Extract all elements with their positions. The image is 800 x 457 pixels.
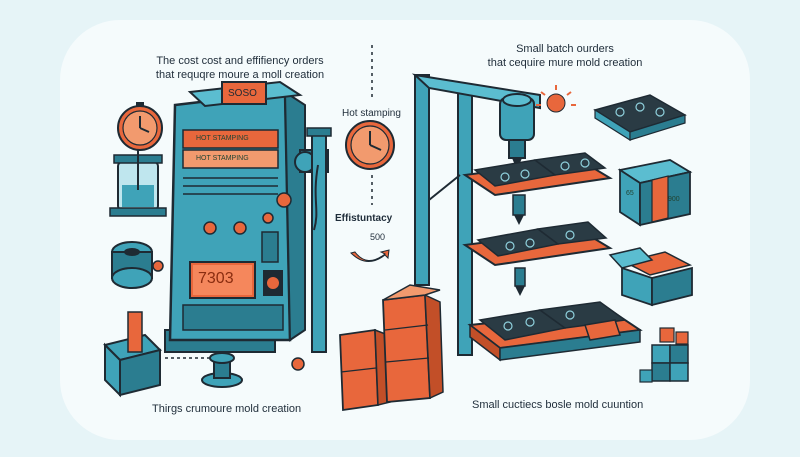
machine-sign: SOSO <box>228 88 257 99</box>
left-bottom-caption: Thirgs crumoure mold creation <box>152 403 302 415</box>
clock-icon-middle <box>345 120 395 170</box>
efficiency-value: 500 <box>370 232 386 242</box>
machine-label-2: HOT STAMPING <box>196 155 249 162</box>
open-box-icon-left <box>103 311 162 398</box>
clock-icon-left <box>117 102 163 151</box>
small-box-stack <box>639 327 689 383</box>
curved-arrow-icon <box>350 249 390 262</box>
idea-icon <box>536 85 576 113</box>
open-box-icon-right <box>608 247 693 307</box>
press-frame <box>411 73 643 362</box>
efficiency-caption: Effistuntacy <box>335 213 393 224</box>
left-top-line2: that requqre moure a moll creation <box>155 69 325 81</box>
left-top-caption: The cost cost and effifiency orders that… <box>150 54 330 82</box>
left-top-line1: The cost cost and effifiency orders <box>156 55 324 67</box>
spool-icon <box>111 241 164 289</box>
right-bottom-caption: Small cuctiecs bosle mold cuuntion <box>472 399 644 411</box>
box-label: 900 <box>668 196 680 203</box>
pole <box>306 127 332 353</box>
machine-label-1: HOT STAMPING <box>196 135 249 142</box>
closed-box-icon <box>617 159 693 227</box>
right-top-line2: that cequire mure mold creation <box>487 57 643 69</box>
hot-stamping-machine <box>164 80 329 353</box>
stamp-icon <box>201 352 243 388</box>
box-label-2: 65 <box>626 190 634 197</box>
right-top-line1: Small batch ourders <box>516 43 614 55</box>
box-stack-middle <box>339 284 444 412</box>
small-disc <box>291 357 305 371</box>
beaker-icon <box>109 150 167 217</box>
machine-display: 7303 <box>198 270 234 287</box>
right-top-caption: Small batch ourders that cequire mure mo… <box>470 42 660 70</box>
mold-plate-stack <box>593 94 687 142</box>
hot-stamping-caption: Hot stamping <box>342 108 401 119</box>
